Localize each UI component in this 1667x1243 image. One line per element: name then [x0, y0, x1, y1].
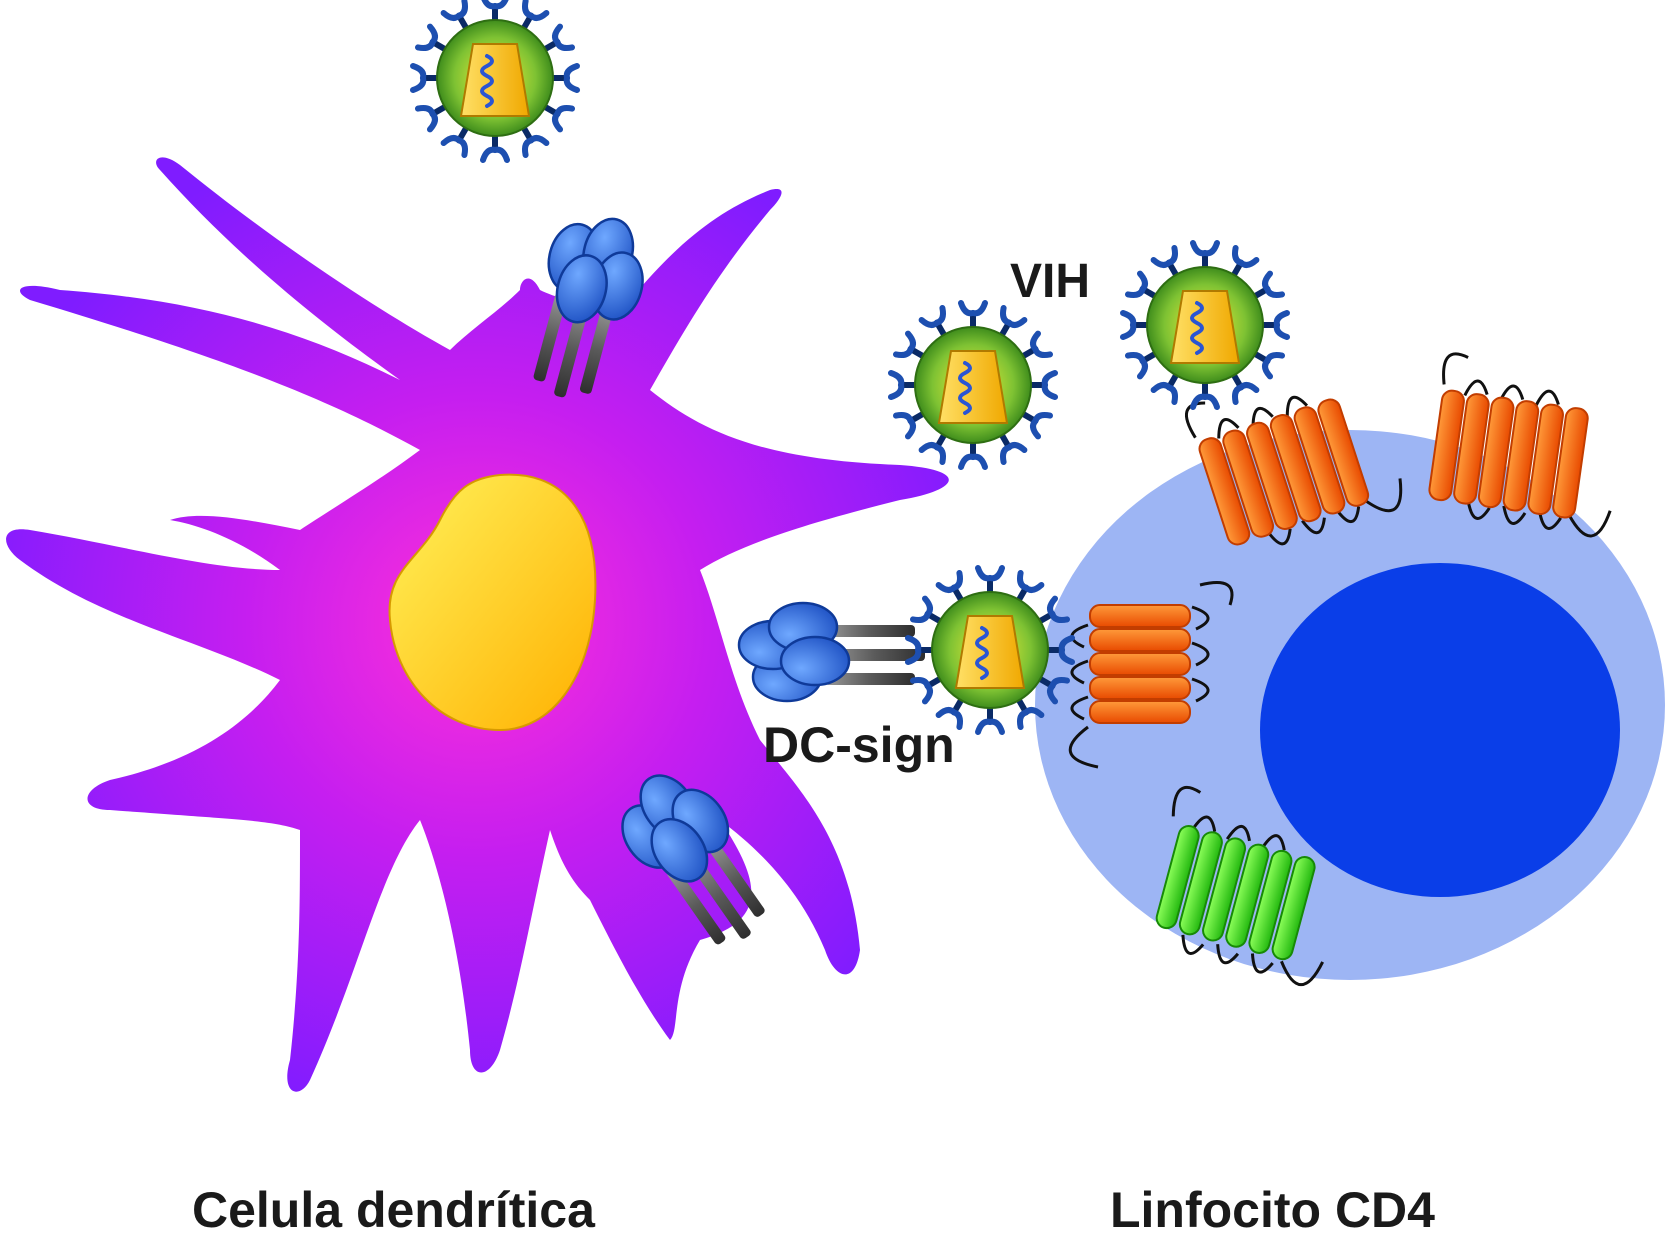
dc-sign-receptor-right [737, 601, 927, 703]
hiv-particle-upper-right [1123, 243, 1287, 407]
orange-receptor-1 [1181, 349, 1411, 564]
hiv-particle-top [413, 0, 577, 160]
hiv-particle-middle [891, 303, 1055, 467]
dendritic-cell [6, 157, 949, 1092]
dendritic-cell-nucleus [388, 473, 597, 732]
dc-sign-label: DC-sign [763, 717, 955, 773]
dendritic-cell-label: Celula dendrítica [192, 1182, 595, 1238]
green-receptor [1135, 783, 1359, 991]
cd4-lymphocyte-label: Linfocito CD4 [1110, 1182, 1435, 1238]
orange-receptor-2 [1422, 350, 1631, 540]
lymphocyte-nucleus [1260, 563, 1620, 897]
virus-label: VIH [1010, 255, 1091, 308]
orange-receptor-3 [1068, 581, 1234, 769]
